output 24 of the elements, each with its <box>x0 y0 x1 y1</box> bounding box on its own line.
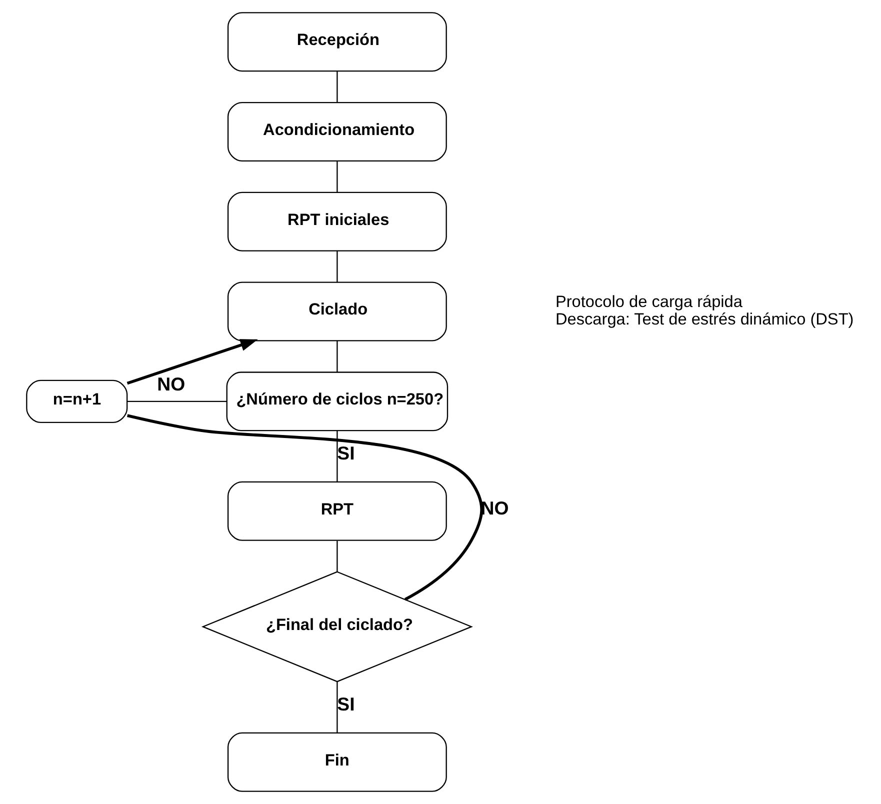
edge-label: NO <box>157 374 186 395</box>
node-label: Descarga: Test de estrés dinámico (DST) <box>555 310 854 329</box>
node-box: Recepción <box>227 12 447 72</box>
node-box: ¿Número de ciclos n=250? <box>226 372 448 432</box>
connector <box>336 682 338 733</box>
connector <box>336 540 338 572</box>
connector <box>336 161 338 192</box>
node-box: RPT iniciales <box>227 192 447 252</box>
node-box: RPT <box>227 481 447 541</box>
connector <box>127 400 226 402</box>
node-box: Fin <box>227 732 447 792</box>
node-diamond: ¿Final del ciclado? <box>201 571 473 682</box>
edge-label: SI <box>337 442 355 464</box>
edge-label: SI <box>337 694 355 715</box>
node-box: n=n+1 <box>26 380 128 424</box>
connector <box>336 251 338 282</box>
node-box: Ciclado <box>227 282 447 342</box>
node-box: Acondicionamiento <box>227 102 447 162</box>
arrow <box>126 339 258 385</box>
node-label: Protocolo de carga rápida <box>555 293 742 312</box>
connector <box>126 414 484 601</box>
connector <box>336 71 338 102</box>
connector <box>336 430 338 482</box>
connector <box>336 340 338 372</box>
